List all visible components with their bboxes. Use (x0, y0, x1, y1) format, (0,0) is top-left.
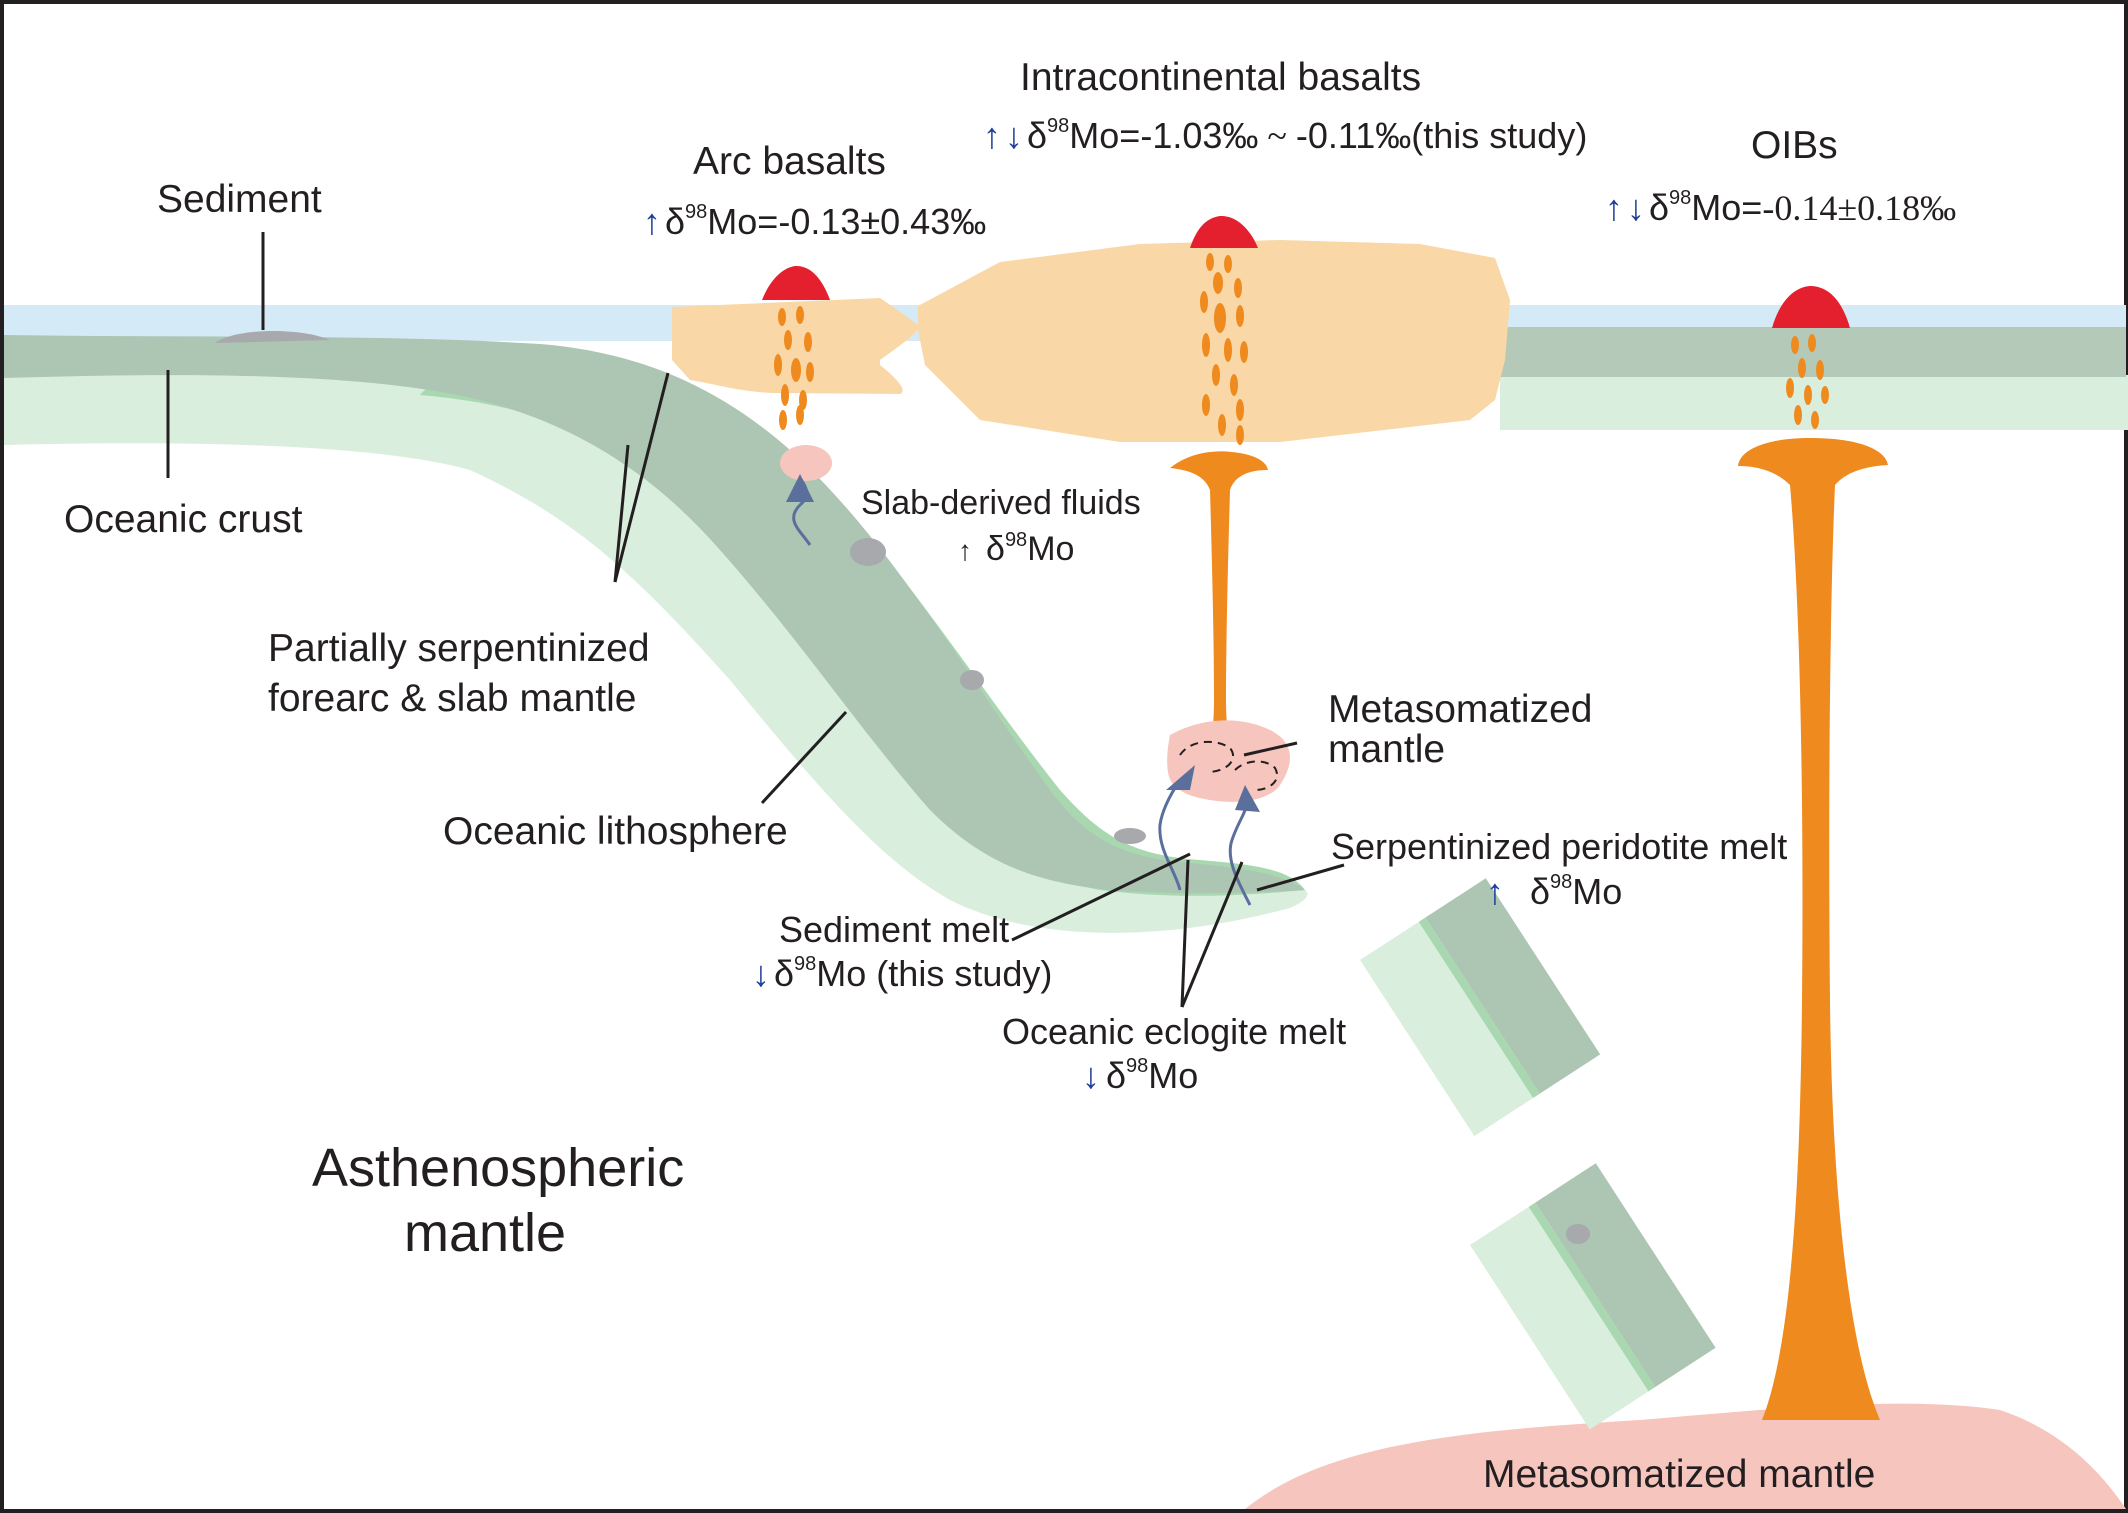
intracontinental-delta-label: ↑↓δ98Mo=-1.03‰ ~ -0.11‰(this study) (983, 115, 1587, 156)
arc-crust (672, 298, 920, 394)
sediment-patch-slab-3 (1114, 828, 1146, 844)
leader-lines (166, 232, 1345, 1008)
oib-down-arrow: ↓ (1627, 187, 1645, 228)
sediment-patch-surface (215, 330, 330, 343)
intracontinental-title: Intracontinental basalts (1020, 56, 1421, 99)
oib-up-arrow: ↑ (1605, 187, 1623, 228)
sediment-melt-path (1158, 779, 1182, 891)
detached-slab-segment-1 (1360, 878, 1601, 1137)
serp-peridotite-label: Serpentinized peridotite melt (1331, 826, 1787, 867)
sediment-melt-down-arrow: ↓ (752, 953, 770, 994)
metasomatized-label-line2: mantle (1328, 728, 1445, 771)
intracontinental-crust (918, 240, 1510, 442)
slab-fluids-label: Slab-derived fluids (861, 484, 1141, 522)
oceanic-crust-label: Oceanic crust (64, 498, 303, 541)
arc-up-arrow: ↑ (643, 201, 661, 242)
oib-delta-label: ↑↓δ98Mo=-0.14±0.18‰ (1605, 187, 1956, 228)
intracontinental-magma-droplets (1200, 253, 1248, 445)
slab-core (4, 335, 1305, 894)
metasomatized-label-line1: Metasomatized (1328, 688, 1592, 731)
intra-down-arrow: ↓ (1005, 115, 1023, 156)
sediment-patch-deep (1566, 1224, 1590, 1244)
oibs-title: OIBs (1751, 124, 1838, 167)
sediment-patch-slab-1 (850, 538, 886, 566)
serpentinized-label-line1: Partially serpentinized (268, 627, 650, 670)
intracontinental-volcano (1190, 215, 1258, 248)
arc-delta-label: ↑δ98Mo=-0.13±0.43‰ (643, 201, 986, 242)
arc-volcano (762, 265, 830, 300)
eclogite-melt-label: Oceanic eclogite melt (1002, 1011, 1346, 1052)
arc-melt-pocket (780, 445, 832, 481)
arc-magma-droplets (774, 306, 814, 430)
arc-basalts-title: Arc basalts (693, 140, 886, 183)
oceanic-lithosphere-label: Oceanic lithosphere (443, 810, 788, 853)
sediment-melt-delta: ↓δ98Mo (this study) (752, 953, 1052, 994)
oib-volcano (1772, 286, 1850, 328)
slab-fluid-arrowhead (786, 474, 814, 502)
serpentinized-label-line2: forearc & slab mantle (268, 677, 637, 720)
metasomatized-bottom-label: Metasomatized mantle (1483, 1453, 1875, 1496)
eclogite-melt-arrowhead (1235, 785, 1260, 812)
metasomatized-dashed-right (1234, 760, 1278, 791)
metasomatized-mantle-blob (1167, 720, 1290, 802)
sediment-melt-arrowhead (1166, 765, 1195, 790)
metasomatized-mantle-bottom (1245, 1403, 2126, 1509)
oib-plume (1738, 438, 1888, 1420)
oib-magma-droplets (1786, 334, 1829, 429)
metasomatized-dashed-left (1179, 740, 1235, 773)
intra-up-arrow: ↑ (983, 115, 1001, 156)
eclogite-melt-path (1228, 799, 1252, 906)
sediment-melt-label: Sediment melt (779, 909, 1009, 950)
slab-fluids-delta: ↑δ98Mo (958, 529, 1074, 568)
slab-fluids-up-arrow: ↑ (958, 535, 972, 566)
serp-up-arrow: ↑ (1486, 871, 1504, 912)
asthenospheric-label-line1: Asthenospheric (312, 1138, 684, 1198)
sediment-label: Sediment (157, 178, 322, 221)
asthenospheric-label-line2: mantle (404, 1203, 566, 1263)
serp-peridotite-delta: ↑δ98Mo (1486, 871, 1622, 912)
intracontinental-plume (1170, 451, 1268, 765)
eclogite-melt-delta: ↓δ98Mo (1082, 1055, 1198, 1096)
eclogite-down-arrow: ↓ (1082, 1055, 1100, 1096)
detached-slab-segment-2 (1470, 1163, 1716, 1430)
sediment-patch-slab-2 (960, 670, 984, 690)
